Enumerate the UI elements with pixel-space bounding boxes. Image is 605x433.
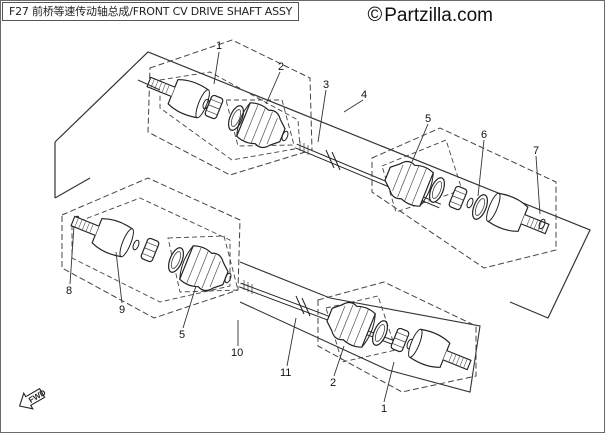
callout-6: 6 [481, 129, 487, 141]
callout-7: 7 [533, 145, 539, 157]
callout-4: 4 [361, 89, 367, 101]
callout-11: 11 [280, 367, 291, 379]
callout-2-top: 2 [278, 61, 284, 73]
lower-right-cv-group [317, 281, 477, 393]
diagram-title: F27 前桥等速传动轴总成/FRONT CV DRIVE SHAFT ASSY [2, 2, 300, 21]
callout-5-top: 5 [425, 113, 431, 125]
callout-10: 10 [231, 347, 243, 359]
partzilla-watermark: ©Partzilla.com [368, 4, 494, 27]
callout-1-bottom: 1 [381, 403, 387, 415]
callout-8: 8 [66, 285, 72, 297]
callout-2-bottom: 2 [330, 377, 336, 389]
callout-5-bottom: 5 [179, 329, 185, 341]
callout-1-top: 1 [216, 40, 222, 52]
callout-3: 3 [323, 79, 329, 91]
outer-assembly-outline [54, 51, 591, 319]
brand-name: Partzilla.com [384, 5, 493, 26]
right-upper-cv-group [371, 127, 557, 269]
callout-9: 9 [119, 304, 125, 316]
fwd-arrow-icon: FWD [18, 388, 48, 410]
copyright-symbol: © [367, 4, 383, 26]
fwd-label: FWD [27, 388, 47, 405]
callout-numbers: 1 2 3 4 5 6 7 8 9 5 10 11 2 1 [66, 40, 539, 415]
leader-lines [69, 51, 541, 403]
